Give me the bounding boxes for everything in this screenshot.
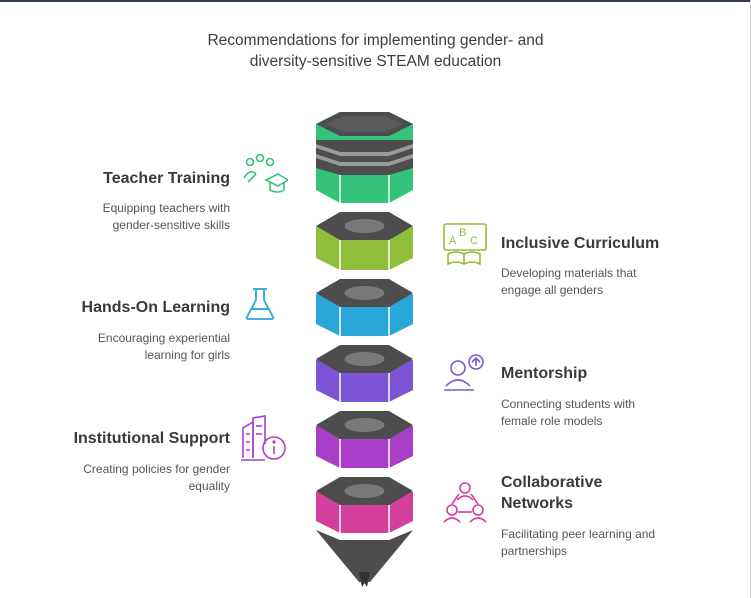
stack-segment-teacher-training — [316, 112, 413, 203]
desc-line: Equipping teachers with — [102, 201, 230, 215]
desc-line: female role models — [501, 414, 603, 428]
desc-line: gender-sensitive skills — [112, 218, 230, 232]
teacher-training-icon — [243, 153, 288, 193]
heading-line: Collaborative — [501, 474, 603, 491]
heading-mentorship: Mentorship — [501, 365, 588, 382]
desc-line: Creating policies for gender — [83, 462, 230, 476]
heading-teacher-training: Teacher Training — [103, 170, 230, 187]
desc-inclusive-curriculum: Developing materials that engage all gen… — [501, 265, 731, 299]
desc-line: equality — [188, 479, 230, 493]
heading-institutional-support: Institutional Support — [73, 430, 230, 447]
pencil-tip — [316, 530, 413, 587]
stack-segment-institutional-support — [316, 411, 413, 468]
heading-hands-on-learning: Hands-On Learning — [81, 299, 230, 316]
svg-text:C: C — [470, 235, 478, 247]
heading-inclusive-curriculum: Inclusive Curriculum — [501, 235, 660, 252]
top-border — [0, 0, 751, 2]
mentorship-icon — [444, 354, 484, 391]
heading-collaborative-networks: Collaborative Networks — [501, 472, 731, 514]
desc-line: partnerships — [501, 544, 568, 558]
stack-segment-hands-on-learning — [316, 279, 413, 336]
diagram-title: Recommendations for implementing gender-… — [0, 30, 751, 72]
desc-mentorship: Connecting students with female role mod… — [501, 396, 731, 430]
desc-line: Connecting students with — [501, 397, 636, 411]
svg-text:A: A — [449, 235, 457, 247]
desc-line: learning for girls — [144, 348, 230, 362]
desc-line: engage all genders — [501, 283, 604, 297]
desc-collaborative-networks: Facilitating peer learning and partnersh… — [501, 526, 731, 560]
heading-line: Networks — [501, 495, 574, 512]
desc-line: Encouraging experiential — [97, 331, 230, 345]
desc-line: Developing materials that — [501, 266, 637, 280]
stack-segment-mentorship — [316, 345, 413, 402]
stack-segment-inclusive-curriculum — [316, 212, 413, 270]
title-line-1: Recommendations for implementing gender-… — [207, 32, 544, 49]
flask-icon — [245, 288, 275, 320]
institution-info-icon — [241, 415, 286, 461]
desc-institutional-support: Creating policies for gender equality — [20, 461, 230, 495]
stack-segment-collaborative-networks — [316, 477, 413, 533]
desc-line: Facilitating peer learning and — [501, 527, 656, 541]
network-people-icon — [443, 482, 487, 523]
svg-text:B: B — [459, 227, 466, 239]
desc-hands-on-learning: Encouraging experiential learning for gi… — [30, 330, 230, 364]
title-line-2: diversity-sensitive STEAM education — [249, 53, 502, 70]
abc-book-icon: A B C — [443, 223, 487, 266]
desc-teacher-training: Equipping teachers with gender-sensitive… — [40, 200, 230, 234]
